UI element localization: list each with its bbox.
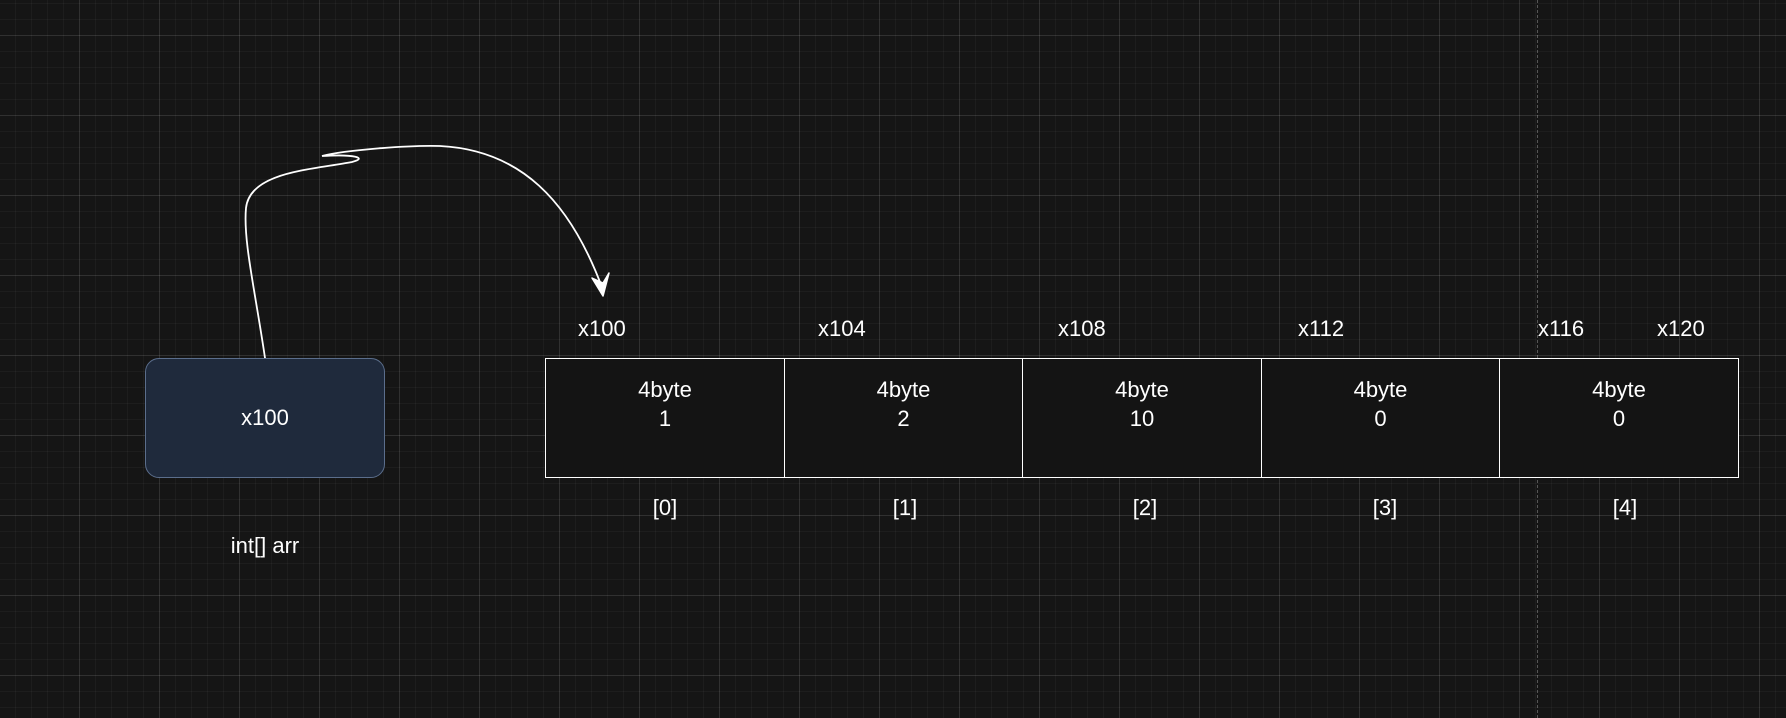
address-label: x104 bbox=[818, 316, 866, 341]
pointer-value: x100 bbox=[241, 405, 289, 430]
address-label: x100 bbox=[578, 316, 626, 341]
index-label: [2] bbox=[1132, 495, 1158, 520]
memory-array: 4byte 1 4byte 2 4byte 10 4byte 0 4byte 0 bbox=[545, 358, 1745, 478]
index-label: [1] bbox=[892, 495, 918, 520]
cell-value: 0 bbox=[1374, 406, 1387, 431]
address-label: x116 bbox=[1538, 316, 1585, 341]
pointer-box: x100 bbox=[145, 358, 385, 478]
array-cell: 4byte 0 bbox=[1499, 358, 1739, 478]
cell-value: 2 bbox=[897, 406, 910, 431]
cell-size: 4byte bbox=[1353, 377, 1408, 402]
array-cell: 4byte 10 bbox=[1022, 358, 1262, 478]
cell-size: 4byte bbox=[876, 377, 931, 402]
array-cell: 4byte 0 bbox=[1260, 358, 1501, 478]
cell-size: 4byte bbox=[1115, 377, 1169, 402]
index-label: [3] bbox=[1372, 495, 1398, 520]
pointer-arrow-head bbox=[591, 272, 610, 297]
array-cell: 4byte 2 bbox=[783, 358, 1024, 478]
pointer-arrow-path bbox=[244, 144, 604, 359]
cell-value: 0 bbox=[1612, 406, 1626, 431]
array-cell: 4byte 1 bbox=[545, 358, 785, 478]
cell-size: 4byte bbox=[1592, 377, 1646, 402]
address-label: x120 bbox=[1657, 316, 1705, 341]
address-label: x112 bbox=[1298, 316, 1345, 341]
cell-value: 10 bbox=[1129, 406, 1155, 431]
variable-label: int[] arr bbox=[230, 533, 300, 558]
index-label: [4] bbox=[1612, 495, 1638, 520]
index-label: [0] bbox=[652, 495, 678, 520]
address-label: x108 bbox=[1058, 316, 1106, 341]
cell-size: 4byte bbox=[638, 377, 692, 402]
cell-value: 1 bbox=[658, 406, 672, 431]
